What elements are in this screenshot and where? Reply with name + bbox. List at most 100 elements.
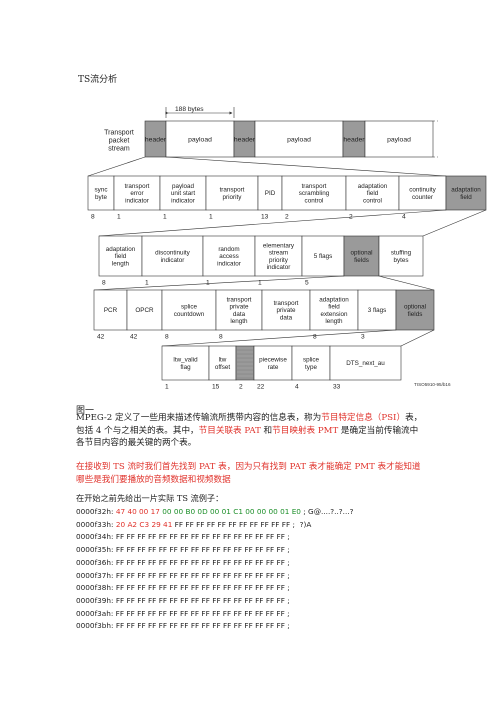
adaptation-field-label: priority xyxy=(269,257,289,264)
optional-field-label: length xyxy=(230,318,248,325)
highlight-psi: 节目特定信息（PSI） xyxy=(321,413,406,423)
optional-field-label: fields xyxy=(408,311,423,318)
extension-field-size-label: 22 xyxy=(257,384,265,391)
extension-field-label: type xyxy=(305,364,317,371)
paragraph-pat-first: 在接收到 TS 流时我们首先找到 PAT 表，因为只有找到 PAT 表才能确定 … xyxy=(76,462,421,485)
extension-field-label: ltw xyxy=(219,357,227,364)
optional-field-label: adaptation xyxy=(319,296,349,303)
hex-addr: 0000f33h: xyxy=(76,519,114,529)
header-field-label: adaptation xyxy=(451,187,481,194)
extension-field-label: flag xyxy=(180,364,191,371)
hex-rest: FF FF FF FF FF FF FF FF FF FF FF FF FF F… xyxy=(113,545,290,555)
stream-cell-label: header xyxy=(343,136,365,143)
stream-cell-label: header xyxy=(234,136,256,143)
header-field-label: priority xyxy=(223,194,243,201)
optional-field-cell xyxy=(357,289,397,331)
hex-rest: FF FF FF FF FF FF FF FF FF FF FF FF FF F… xyxy=(113,557,290,567)
header-field-label: scrambling xyxy=(299,190,330,197)
header-field-label: continuity xyxy=(409,187,436,194)
adaptation-field-label: access xyxy=(219,253,239,260)
optional-field-label: data xyxy=(233,311,246,318)
hex-addr: 0000f39h: xyxy=(76,595,114,605)
adaptation-field-label: indicator xyxy=(161,257,185,264)
hex-addr: 0000f38h: xyxy=(76,583,114,593)
extension-field-cell xyxy=(235,345,255,381)
header-field-label: byte xyxy=(95,194,107,201)
optional-field-label: private xyxy=(277,307,296,314)
extension-field-label: DTS_next_au xyxy=(346,360,385,367)
optional-field-cell xyxy=(161,289,217,331)
extension-field-size-label: 1 xyxy=(165,384,169,391)
optional-field-cell xyxy=(309,289,359,331)
paragraph-text: 和 xyxy=(260,425,273,436)
header-field-cell xyxy=(113,175,161,211)
hex-addr: 0000f3ah: xyxy=(76,608,114,618)
hex-addr: 0000f37h: xyxy=(76,570,114,580)
header-field-size-label: 4 xyxy=(402,214,406,221)
expand-line xyxy=(165,156,447,177)
optional-field-cell xyxy=(215,289,263,331)
adaptation-field-label: 5 flags xyxy=(314,253,333,260)
intro-text: 在开始之前先给出一片实际 TS 流例子： xyxy=(76,493,224,503)
highlight-pmt: 节目映射表 PMT xyxy=(272,425,339,436)
header-field-label: sync xyxy=(95,187,108,194)
adaptation-field-label: optional xyxy=(350,250,372,257)
stream-cell-label: payload xyxy=(287,136,311,143)
adaptation-field-size-label: 1 xyxy=(206,280,210,287)
expand-line xyxy=(161,329,397,347)
optional-field-size-label: 42 xyxy=(130,334,138,341)
adaptation-field-label: indicator xyxy=(217,260,241,267)
adaptation-field-cell xyxy=(98,235,143,277)
extension-field-label: splice xyxy=(303,357,320,364)
stream-label: stream xyxy=(108,146,130,153)
extension-field-label: piecewise xyxy=(259,357,287,364)
hex-addr: 0000f36h: xyxy=(76,557,114,567)
header-field-label: field xyxy=(367,190,379,197)
hex-rest: FF FF FF FF FF FF FF FF FF FF FF FF FF F… xyxy=(113,621,290,631)
optional-field-label: splice xyxy=(181,304,198,311)
hex-line: 0000f38h: FF FF FF FF FF FF FF FF FF FF … xyxy=(76,582,290,595)
header-field-label: transport xyxy=(125,183,150,190)
optional-field-label: OPCR xyxy=(135,307,154,314)
optional-field-size-label: 3 xyxy=(361,334,365,341)
paragraph-text: MPEG-2 定义了一些用来描述传输流所携带内容的信息表，称为 xyxy=(76,413,322,423)
expand-line xyxy=(93,275,345,291)
adaptation-field-cell xyxy=(202,235,256,277)
optional-field-label: optional xyxy=(404,304,426,311)
adaptation-field-size-label: 5 xyxy=(305,280,309,287)
adaptation-field-label: random xyxy=(218,246,239,253)
adaptation-field-label: bytes xyxy=(393,257,408,264)
hex-red: 20 A2 C3 29 41 xyxy=(113,519,173,529)
adaptation-field-label: stuffing xyxy=(391,250,412,257)
optional-field-label: PCR xyxy=(104,307,118,314)
header-field-label: indicator xyxy=(171,197,195,204)
adaptation-field-cell xyxy=(343,235,380,277)
header-field-cell xyxy=(205,175,259,211)
optional-field-size-label: 8 xyxy=(313,334,317,341)
hex-addr: 0000f35h: xyxy=(76,545,114,555)
optional-field-label: private xyxy=(230,304,249,311)
expand-line xyxy=(98,209,447,237)
hex-green: 00 00 B0 0D 00 01 C1 00 00 00 01 E0 xyxy=(159,507,301,516)
optional-field-cell xyxy=(261,289,311,331)
adaptation-field-label: field xyxy=(115,253,127,260)
adaptation-field-label: discontinuity xyxy=(155,250,191,257)
extension-field-size-label: 2 xyxy=(239,384,243,391)
header-field-size-label: 2 xyxy=(285,214,289,221)
hex-addr: 0000f32h: xyxy=(76,507,114,516)
optional-field-label: extension xyxy=(321,311,348,318)
hex-line: 0000f3bh: FF FF FF FF FF FF FF FF FF FF … xyxy=(76,620,290,633)
stream-cell-label: payload xyxy=(387,136,411,143)
figure-code: TISO5910-95/b16 xyxy=(414,382,451,387)
optional-field-cell xyxy=(93,289,128,331)
header-field-label: control xyxy=(305,197,324,204)
extension-field-size-label: 4 xyxy=(295,384,299,391)
optional-field-label: transport xyxy=(227,296,252,303)
hex-rest: FF FF FF FF FF FF FF FF FF FF FF FF FF F… xyxy=(113,595,290,605)
expand-line xyxy=(400,329,435,347)
header-field-size-label: 1 xyxy=(163,214,167,221)
hex-rest: FF FF FF FF FF FF FF FF FF FF FF FF FF F… xyxy=(113,583,290,593)
page-title: TS流分析 xyxy=(78,75,118,85)
adaptation-field-cell xyxy=(378,235,424,277)
